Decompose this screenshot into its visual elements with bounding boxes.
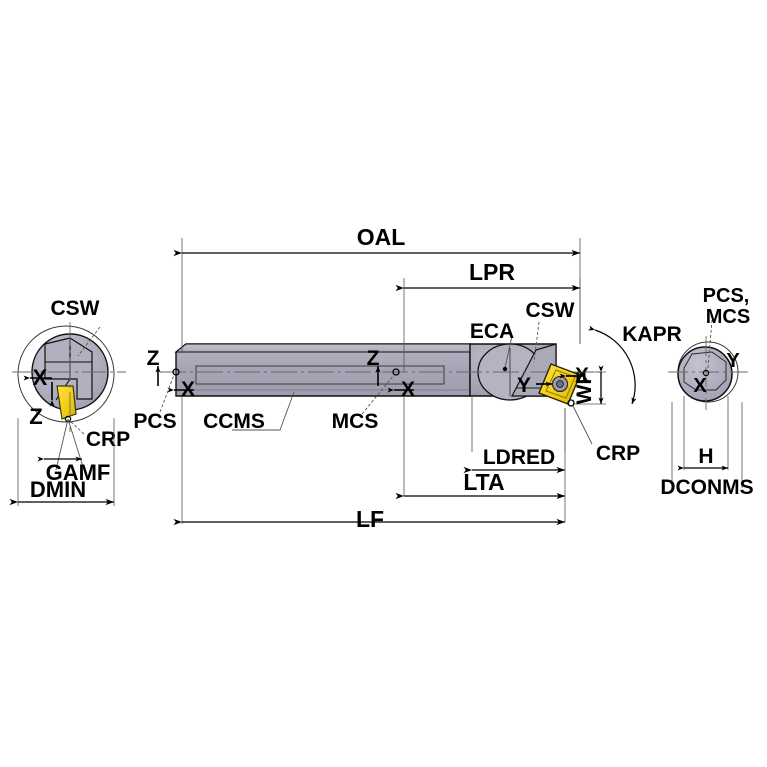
- label-crp-right: CRP: [596, 442, 640, 465]
- label-gamf: GAMF: [46, 460, 111, 485]
- label-x-mcs: X: [401, 378, 415, 401]
- label-z-pcs: Z: [147, 347, 160, 370]
- right-end-view: PCS, MCS Y X H DCONMS: [660, 285, 753, 499]
- crp-right-leader: [572, 405, 593, 445]
- label-oal: OAL: [357, 224, 406, 250]
- eca-point: [502, 366, 508, 372]
- label-pcs-right: PCS,: [703, 285, 750, 307]
- shank-coolant-channel: [195, 365, 445, 385]
- label-x-insert: X: [575, 364, 589, 387]
- eca-leader: [504, 335, 513, 369]
- cutting-insert: [538, 363, 581, 405]
- label-csw-right: CSW: [526, 299, 575, 322]
- left-end-view: CSW X Z CRP GAMF DMIN: [9, 297, 130, 506]
- label-z-mcs: Z: [367, 347, 380, 370]
- crp-right-point: [567, 399, 575, 407]
- label-y-insert: Y: [517, 374, 531, 397]
- right-view-facets: [683, 351, 727, 391]
- left-view-insert: [56, 385, 77, 420]
- label-h: H: [698, 445, 713, 468]
- csw-right-leader: [533, 321, 540, 363]
- label-dmin: DMIN: [30, 477, 86, 502]
- label-z-left-view: Z: [29, 404, 42, 429]
- label-y-right-view: Y: [726, 350, 740, 372]
- label-x-pcs: X: [181, 378, 195, 401]
- label-crp-left: CRP: [86, 428, 130, 451]
- label-lta: LTA: [463, 469, 504, 495]
- crp-left-leader: [69, 420, 85, 435]
- shank-top-face: [174, 343, 471, 353]
- label-dconms: DCONMS: [660, 476, 753, 499]
- label-mcs: MCS: [332, 410, 379, 433]
- label-x-left-view: X: [33, 365, 48, 390]
- right-view-origin-marker: [702, 369, 710, 377]
- crp-left-point: [64, 415, 72, 423]
- label-wf: WF: [573, 372, 596, 405]
- mcs-origin-marker: [392, 368, 400, 376]
- main-side-view: Z X PCS Z X MCS CCMS ECA CSW Y X CRP: [133, 224, 681, 532]
- label-ldred: LDRED: [483, 446, 555, 469]
- insert-screw-torx: [556, 380, 564, 388]
- label-ccms: CCMS: [203, 410, 265, 433]
- label-lf: LF: [356, 506, 384, 532]
- left-view-outer-circle: [17, 325, 115, 423]
- label-mcs-right: MCS: [706, 306, 750, 328]
- label-x-right-view: X: [693, 375, 707, 397]
- label-pcs: PCS: [133, 410, 176, 433]
- pcs-leader: [159, 374, 175, 413]
- csw-left-leader: [77, 326, 101, 357]
- label-csw-left: CSW: [51, 297, 100, 320]
- ccms-leader: [232, 391, 295, 431]
- mcs-leader: [361, 374, 395, 415]
- pcs-origin-marker: [172, 368, 180, 376]
- kapr-arc: [587, 325, 637, 405]
- label-kapr: KAPR: [622, 323, 682, 346]
- label-eca: ECA: [470, 320, 514, 343]
- pcs-mcs-right-leader: [707, 319, 713, 369]
- label-lpr: LPR: [469, 259, 515, 285]
